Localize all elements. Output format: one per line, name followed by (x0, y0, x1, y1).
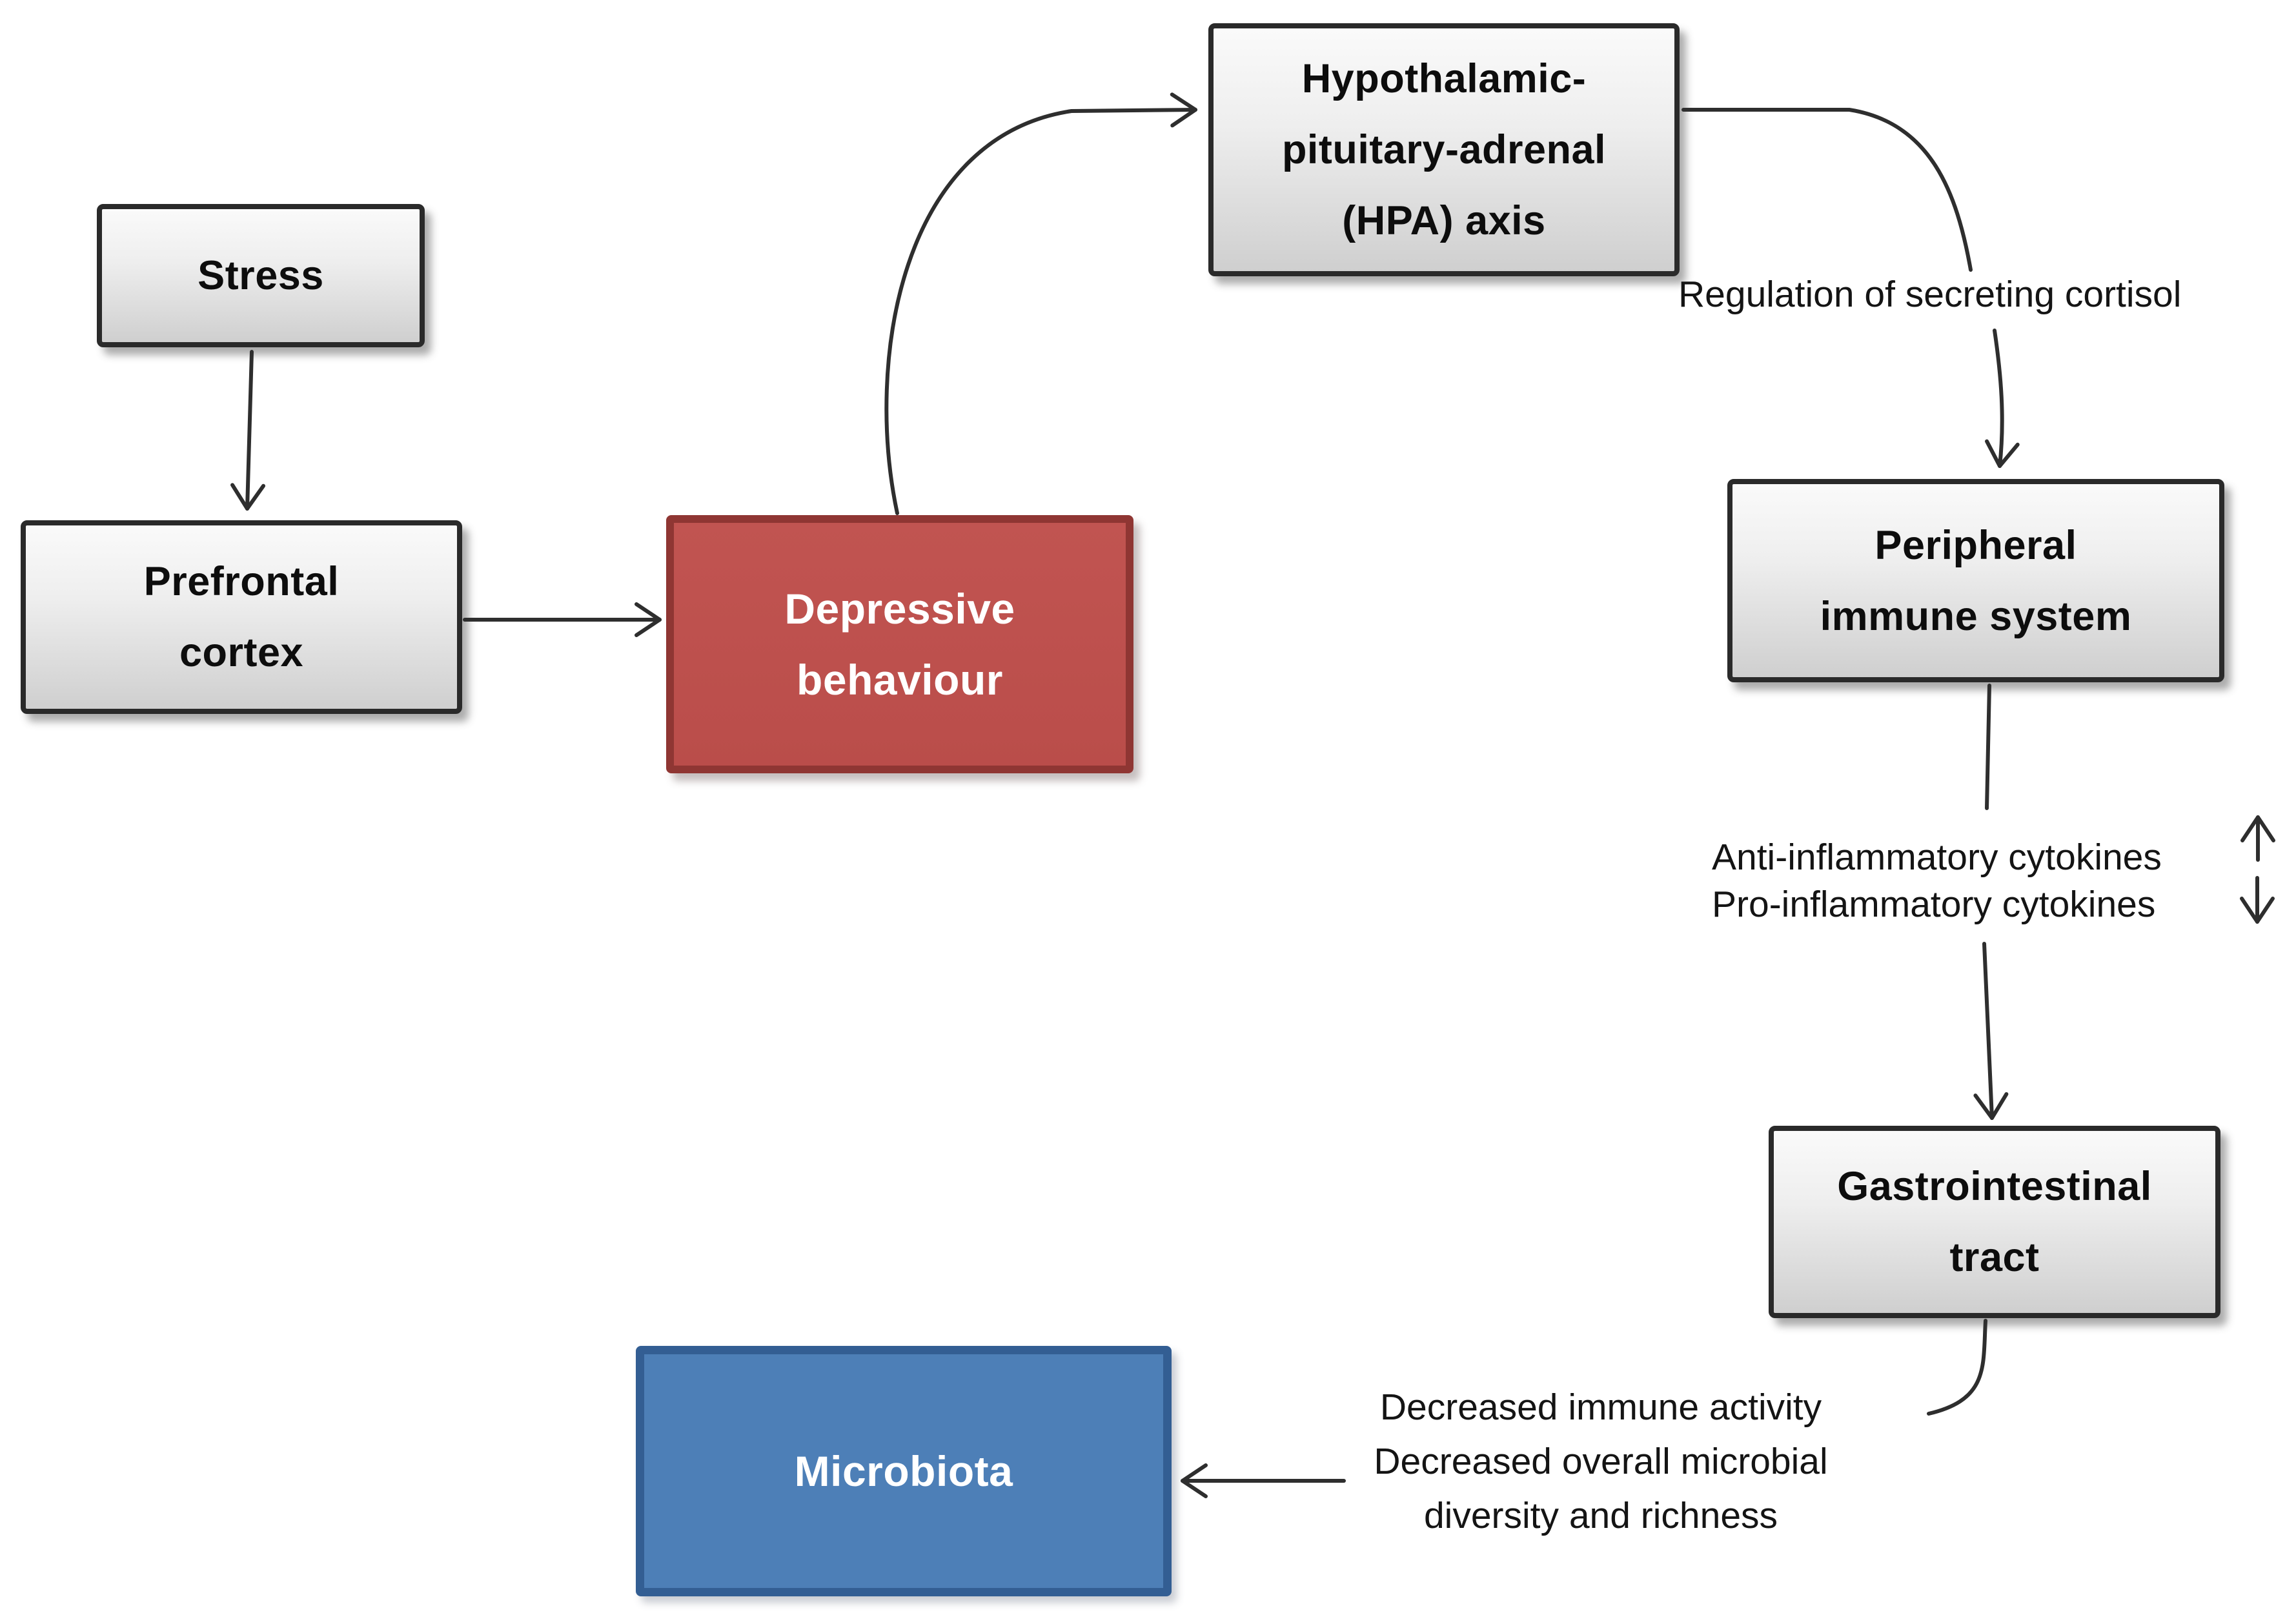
arrow-cytokines-to-gastrointestinal-tract (1973, 942, 2009, 1120)
arrow-cortisol-annotation-to-peripheral-immune-system (1985, 329, 2020, 468)
node-prefrontal-cortex: Prefrontal cortex (21, 520, 462, 714)
node-gastrointestinal-tract-label: Gastrointestinal tract (1837, 1164, 2152, 1280)
node-stress-label: Stress (198, 253, 324, 298)
annotation-cortisol-regulation: Regulation of secreting cortisol (1678, 274, 2182, 315)
annotation-cytokines: Anti-inflammatory cytokines Pro-inflamma… (1712, 837, 2162, 925)
arrow-stress-to-prefrontal-cortex (230, 350, 266, 511)
node-prefrontal-cortex-label: Prefrontal cortex (143, 559, 340, 675)
node-microbiota-label: Microbiota (794, 1447, 1013, 1495)
node-microbiota: Microbiota (636, 1346, 1172, 1596)
connector-hpa-axis-to-cortisol-annotation (1681, 108, 1973, 272)
node-peripheral-immune-system-label: Peripheral immune system (1820, 522, 2132, 639)
connector-gastrointestinal-tract-to-decreased-annotation (1927, 1319, 1987, 1416)
node-hpa-axis: Hypothalamic- pituitary-adrenal (HPA) ax… (1208, 23, 1680, 276)
annotation-decreased-effects: Decreased immune activity Decreased over… (1374, 1387, 1828, 1536)
node-peripheral-immune-system: Peripheral immune system (1727, 479, 2224, 682)
node-depressive-behaviour-label: Depressive behaviour (784, 585, 1015, 704)
node-depressive-behaviour: Depressive behaviour (666, 515, 1133, 773)
connector-peripheral-immune-system-to-cytokines (1985, 684, 1991, 810)
node-gastrointestinal-tract: Gastrointestinal tract (1769, 1126, 2220, 1318)
node-stress: Stress (97, 204, 425, 347)
node-hpa-axis-label: Hypothalamic- pituitary-adrenal (HPA) ax… (1281, 56, 1607, 243)
arrow-depressive-behaviour-to-hpa-axis (884, 92, 1197, 515)
